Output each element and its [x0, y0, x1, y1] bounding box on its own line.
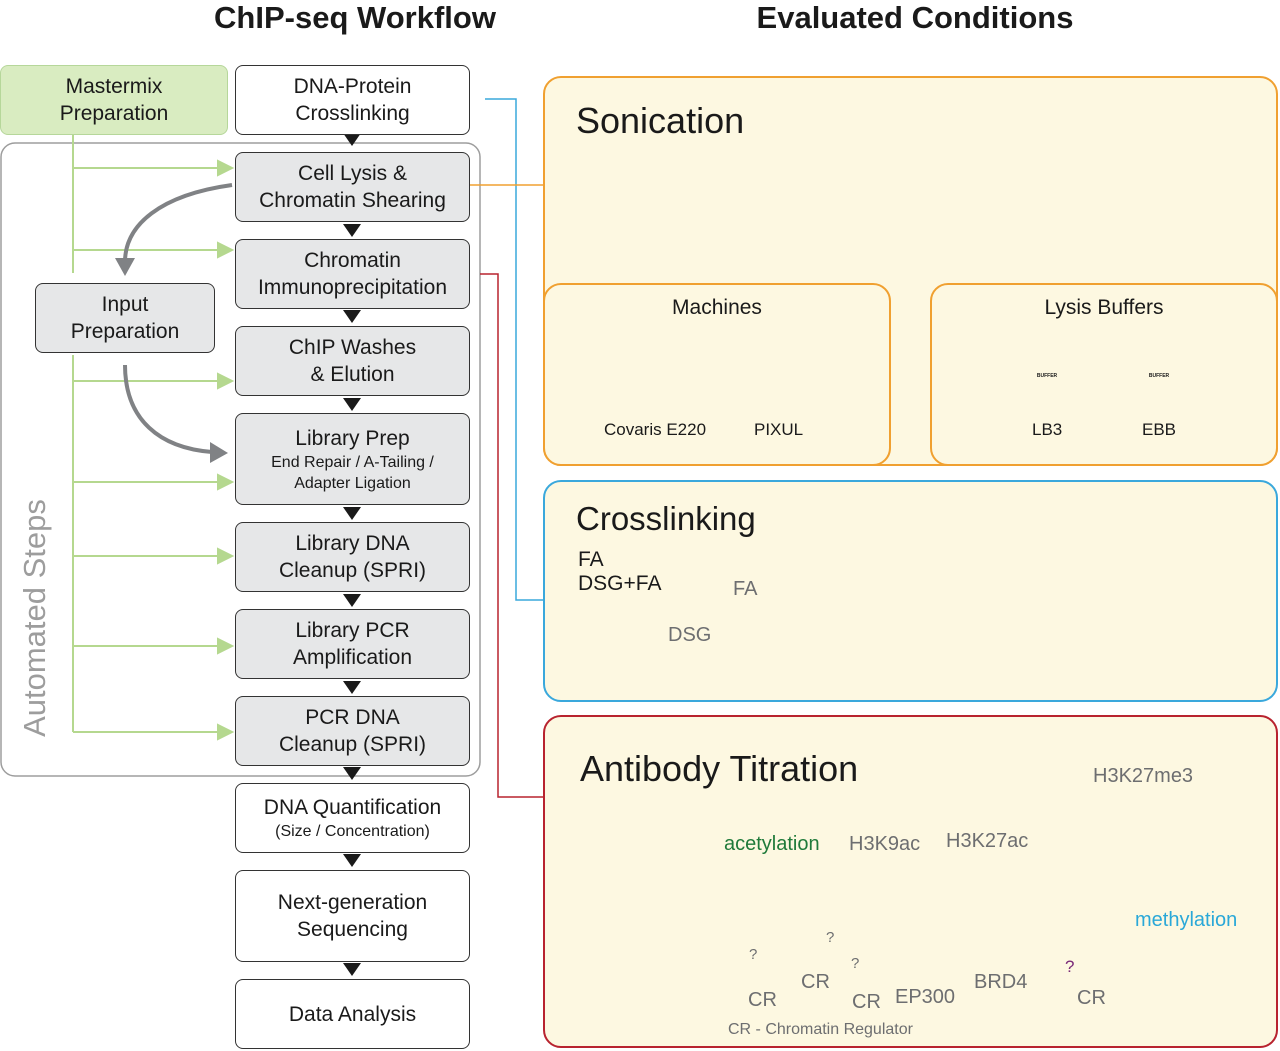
step-line: DNA Quantification [263, 796, 442, 819]
step-immunoprecipitation: Chromatin Immunoprecipitation [235, 239, 470, 309]
step-line: Sequencing [297, 918, 408, 941]
question-mark: ? [826, 929, 835, 946]
crosslinking-option-fa: FA [578, 548, 604, 571]
h3k27ac-label: H3K27ac [946, 830, 1029, 852]
step-library-prep: Library Prep End Repair / A-Tailing / Ad… [235, 413, 470, 505]
mastermix-line1: Mastermix [65, 75, 163, 98]
step-quantification: DNA Quantification (Size / Concentration… [235, 783, 470, 853]
fa-label: FA [733, 578, 758, 600]
step-line: Chromatin [304, 249, 401, 272]
step-crosslinking: DNA-Protein Crosslinking [235, 65, 470, 135]
ep300-label: EP300 [895, 986, 956, 1008]
input-prep-line2: Preparation [70, 320, 180, 343]
step-line: Data Analysis [288, 1002, 417, 1026]
step-line: PCR DNA [305, 706, 400, 729]
antibody-title: Antibody Titration [580, 748, 859, 789]
h3k9ac-label: H3K9ac [849, 833, 921, 855]
step-line: Library Prep [295, 426, 410, 450]
machines-panel [543, 283, 891, 466]
conditions-heading: Evaluated Conditions [756, 0, 1074, 35]
input-prep-line1: Input [101, 293, 149, 316]
buffers-panel [930, 283, 1278, 466]
machines-title: Machines [672, 296, 762, 319]
dsg-label: DSG [668, 624, 712, 646]
input-prep-box: Input Preparation [35, 283, 215, 353]
machine-label-pixul: PIXUL [754, 420, 804, 439]
cr-label: CR [852, 991, 881, 1013]
crosslinking-panel [543, 480, 1278, 702]
step-subline: Adapter Ligation [294, 474, 411, 492]
bottle-label-lb3: BUFFER [1036, 373, 1058, 379]
step-sequencing: Next-generation Sequencing [235, 870, 470, 962]
step-subline: End Repair / A-Tailing / [271, 453, 434, 471]
bottle-label-ebb: BUFFER [1148, 373, 1170, 379]
step-line: Next-generation [277, 891, 428, 914]
buffer-label-ebb: EBB [1142, 420, 1177, 439]
buffers-title: Lysis Buffers [1044, 296, 1164, 319]
automated-frame [0, 142, 481, 777]
step-pcr-amplification: Library PCR Amplification [235, 609, 470, 679]
mastermix-line2: Preparation [59, 102, 169, 125]
step-line: Chromatin Shearing [259, 189, 446, 212]
step-line: DNA-Protein [293, 75, 412, 98]
step-line: Amplification [292, 646, 413, 669]
antibody-panel [543, 715, 1278, 1048]
step-pcr-cleanup: PCR DNA Cleanup (SPRI) [235, 696, 470, 766]
question-mark: ? [1065, 957, 1075, 976]
acetylation-label: acetylation [724, 833, 820, 855]
brd4-label: BRD4 [974, 971, 1028, 993]
step-arrows [343, 133, 361, 976]
automated-steps-label: Automated Steps [17, 499, 52, 737]
sonication-title: Sonication [576, 100, 745, 141]
h3k27me3-label: H3K27me3 [1093, 765, 1194, 787]
cr-label: CR [748, 989, 777, 1011]
step-subline: (Size / Concentration) [275, 823, 430, 840]
buffer-label-lb3: LB3 [1032, 420, 1063, 439]
cr-footnote: CR - Chromatin Regulator [728, 1021, 913, 1038]
step-line: Immunoprecipitation [257, 276, 448, 299]
machine-label-covaris: Covaris E220 [604, 420, 707, 439]
step-line: Cleanup (SPRI) [278, 733, 427, 756]
step-data-analysis: Data Analysis [235, 979, 470, 1049]
step-line: Crosslinking [295, 102, 410, 125]
methylation-label: methylation [1135, 909, 1238, 931]
crosslinking-option-dsg-fa: DSG+FA [578, 572, 662, 595]
step-line: & Elution [310, 363, 395, 386]
crosslinking-title: Crosslinking [576, 500, 756, 537]
mastermix-box: Mastermix Preparation [0, 65, 228, 135]
step-line: Cell Lysis & [298, 162, 407, 185]
mastermix-arrows [72, 135, 235, 741]
cr-label: CR [801, 971, 830, 993]
cr-label: CR [1077, 987, 1106, 1009]
step-line: Cleanup (SPRI) [278, 559, 427, 582]
step-washes: ChIP Washes & Elution [235, 326, 470, 396]
workflow-heading: ChIP-seq Workflow [214, 0, 496, 35]
question-mark: ? [851, 955, 860, 972]
step-cell-lysis: Cell Lysis & Chromatin Shearing [235, 152, 470, 222]
step-line: ChIP Washes [288, 336, 417, 359]
question-mark: ? [749, 946, 758, 963]
step-line: Library PCR [295, 619, 410, 642]
step-library-cleanup: Library DNA Cleanup (SPRI) [235, 522, 470, 592]
step-line: Library DNA [295, 532, 410, 555]
